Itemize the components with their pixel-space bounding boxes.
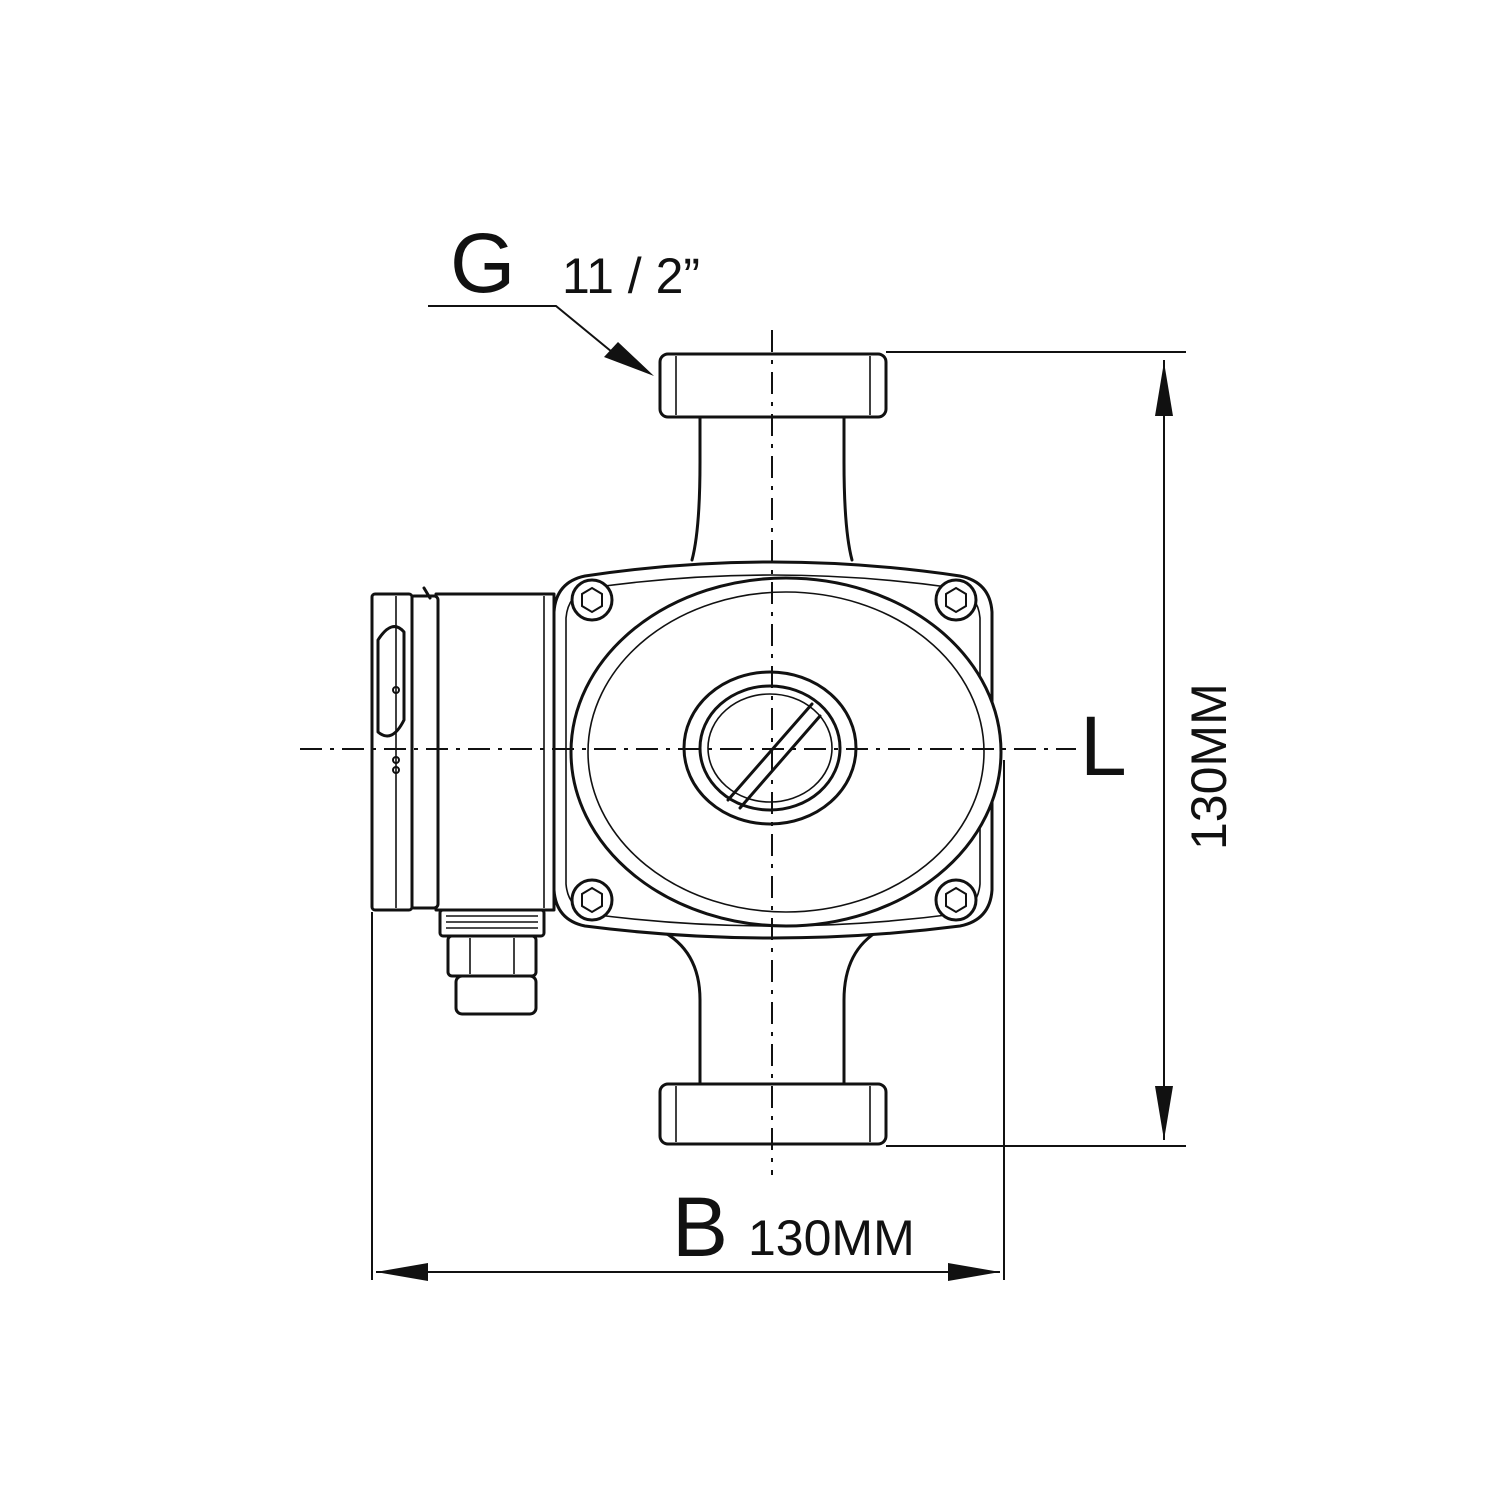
terminal-box-cover xyxy=(370,592,414,912)
length-value: 130MM xyxy=(1181,683,1237,850)
terminal-box-icon xyxy=(370,586,556,912)
bolt-hex-icon xyxy=(934,578,978,622)
length-letter: L xyxy=(1080,699,1127,793)
length-arrow-top xyxy=(1155,362,1173,416)
inlet-pipe xyxy=(658,928,888,1146)
length-dimension: L 130MM xyxy=(886,351,1237,1147)
width-letter: B xyxy=(672,1180,728,1274)
bolt-hex-icon xyxy=(570,878,614,922)
thread-callout: G 11 / 2” xyxy=(428,216,700,376)
bolt-hex-icon xyxy=(934,878,978,922)
width-dimension: B 130MM xyxy=(371,760,1005,1281)
cable-gland-cap xyxy=(454,974,538,1016)
speed-switch-knob xyxy=(376,625,406,738)
pump-housing xyxy=(552,560,1003,940)
length-arrow-bottom xyxy=(1155,1086,1173,1140)
thread-size: 11 / 2” xyxy=(562,248,700,304)
vent-plug-slot xyxy=(726,702,822,810)
thread-leader-line xyxy=(428,305,613,353)
thread-leader-arrow xyxy=(604,342,654,376)
cable-gland-nut xyxy=(446,934,538,978)
terminal-box-body xyxy=(434,592,556,912)
width-arrow-right xyxy=(948,1263,1000,1281)
cable-gland-icon xyxy=(438,908,546,1016)
thread-letter: G xyxy=(450,216,515,310)
bolt-hex-icon xyxy=(570,578,614,622)
width-value: 130MM xyxy=(748,1210,915,1266)
width-arrow-left xyxy=(376,1263,428,1281)
